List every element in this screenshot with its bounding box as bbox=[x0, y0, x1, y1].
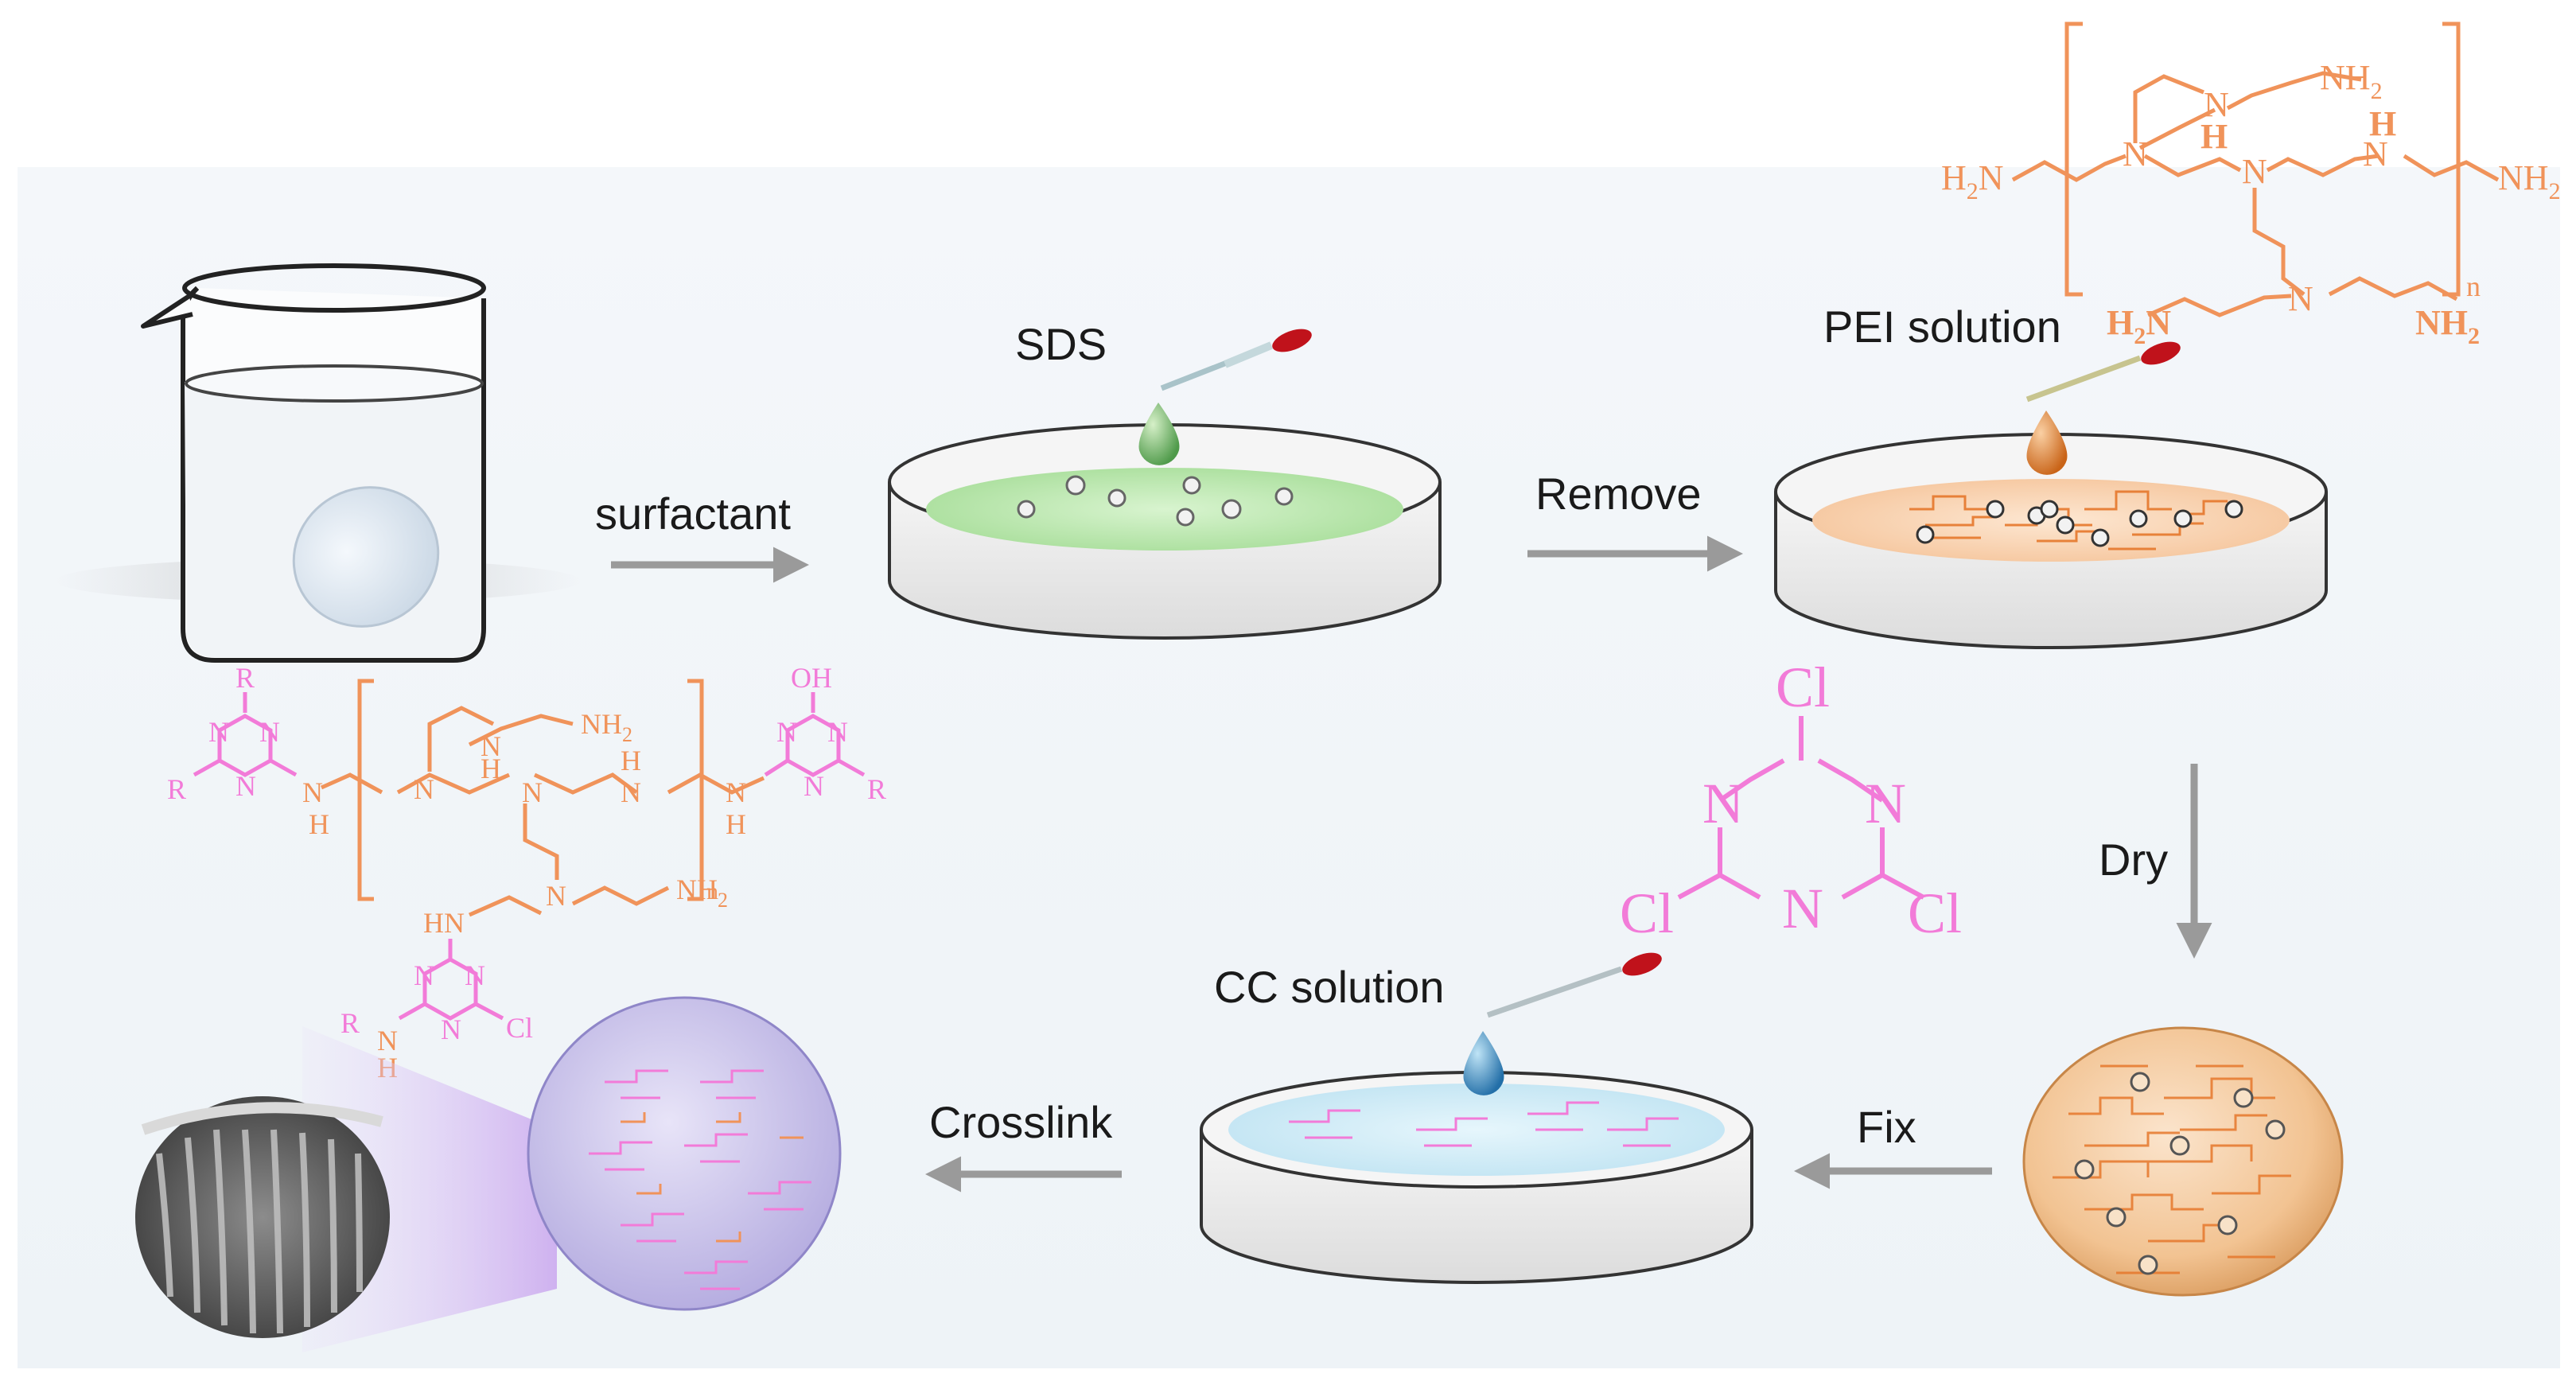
petri-dish-pei bbox=[1774, 433, 2328, 649]
svg-text:OH: OH bbox=[791, 662, 832, 694]
svg-text:N: N bbox=[414, 773, 434, 805]
svg-text:Cl: Cl bbox=[1776, 656, 1830, 719]
svg-text:H2N: H2N bbox=[2107, 303, 2171, 349]
sds-drop bbox=[1138, 403, 1180, 465]
svg-text:H: H bbox=[309, 808, 329, 840]
glass-disc bbox=[292, 486, 440, 628]
svg-text:N: N bbox=[827, 716, 848, 748]
svg-text:n: n bbox=[2466, 270, 2481, 302]
svg-text:H: H bbox=[2200, 117, 2228, 156]
label-cc-solution: CC solution bbox=[1214, 962, 1444, 1012]
label-dry: Dry bbox=[2099, 835, 2168, 885]
svg-text:n: n bbox=[706, 878, 718, 905]
svg-text:R: R bbox=[235, 662, 255, 694]
cc-drop bbox=[1463, 1031, 1504, 1095]
svg-text:Cl: Cl bbox=[506, 1012, 533, 1044]
dried-pei-membrane bbox=[2022, 1026, 2344, 1297]
svg-text:N: N bbox=[208, 716, 229, 748]
petri-dish-cc bbox=[1200, 1071, 1753, 1284]
svg-text:N: N bbox=[1782, 877, 1823, 940]
svg-text:N: N bbox=[776, 716, 797, 748]
sem-image bbox=[135, 1096, 390, 1338]
label-remove: Remove bbox=[1535, 469, 1702, 519]
svg-text:R: R bbox=[167, 773, 186, 805]
svg-text:N: N bbox=[302, 776, 323, 808]
cc-structure bbox=[1677, 716, 1925, 900]
pei-structure bbox=[2011, 21, 2500, 317]
svg-text:HN: HN bbox=[423, 907, 465, 939]
label-crosslink: Crosslink bbox=[929, 1097, 1113, 1147]
pei-structure-text: H2N N N H N N H NH2 NH2 n H2N N NH2 bbox=[1941, 58, 2561, 349]
svg-text:H: H bbox=[2369, 104, 2396, 143]
dropper-sds bbox=[1138, 329, 1312, 465]
svg-text:N: N bbox=[1865, 772, 1906, 835]
svg-text:N: N bbox=[522, 776, 543, 808]
svg-text:N: N bbox=[465, 959, 485, 991]
svg-text:N: N bbox=[414, 959, 434, 991]
cc-liquid bbox=[1228, 1084, 1725, 1176]
svg-text:N: N bbox=[1702, 772, 1744, 835]
svg-text:H: H bbox=[726, 808, 746, 840]
svg-text:NH2: NH2 bbox=[676, 874, 728, 912]
svg-text:N: N bbox=[2242, 152, 2267, 191]
svg-text:N: N bbox=[377, 1025, 398, 1056]
crosslinked-structure-text: R N N N R OH N N N R N N N Cl R N H N N … bbox=[167, 662, 886, 1084]
label-fix: Fix bbox=[1857, 1102, 1916, 1152]
svg-text:NH2: NH2 bbox=[2320, 58, 2383, 104]
svg-text:Cl: Cl bbox=[1620, 881, 1674, 945]
petri-dish-sds bbox=[888, 423, 1442, 640]
label-surfactant: surfactant bbox=[595, 488, 791, 539]
label-pei-solution: PEI solution bbox=[1823, 302, 2061, 352]
svg-text:N: N bbox=[235, 770, 256, 802]
svg-text:N: N bbox=[259, 716, 280, 748]
beaker bbox=[56, 263, 581, 663]
svg-text:N: N bbox=[621, 776, 641, 808]
svg-text:N: N bbox=[2204, 85, 2229, 124]
pei-drop bbox=[2026, 411, 2068, 475]
crosslinked-structure bbox=[193, 679, 866, 1021]
pei-liquid bbox=[1812, 479, 2290, 562]
svg-text:N: N bbox=[2123, 134, 2148, 173]
svg-text:N: N bbox=[481, 730, 501, 762]
cc-structure-text: Cl N N N Cl Cl bbox=[1620, 656, 1962, 945]
svg-text:H2N: H2N bbox=[1941, 158, 2004, 204]
svg-text:N: N bbox=[726, 776, 746, 808]
svg-text:N: N bbox=[2363, 134, 2388, 173]
svg-text:NH2: NH2 bbox=[2415, 303, 2480, 349]
label-sds: SDS bbox=[1015, 319, 1107, 369]
crosslinked-membrane bbox=[527, 996, 842, 1311]
svg-text:N: N bbox=[441, 1014, 461, 1045]
svg-text:R: R bbox=[340, 1007, 360, 1039]
svg-text:Cl: Cl bbox=[1908, 881, 1962, 945]
svg-text:H: H bbox=[621, 745, 641, 776]
svg-text:N: N bbox=[804, 770, 824, 802]
svg-text:N: N bbox=[546, 880, 566, 912]
svg-text:R: R bbox=[867, 773, 886, 805]
sds-liquid bbox=[926, 468, 1403, 551]
svg-text:N: N bbox=[2288, 279, 2313, 318]
svg-text:NH2: NH2 bbox=[2498, 158, 2561, 204]
svg-text:NH2: NH2 bbox=[581, 708, 632, 746]
dropper-pei bbox=[2025, 341, 2181, 475]
svg-text:H: H bbox=[481, 753, 501, 784]
dropper-cc bbox=[1463, 952, 1662, 1095]
